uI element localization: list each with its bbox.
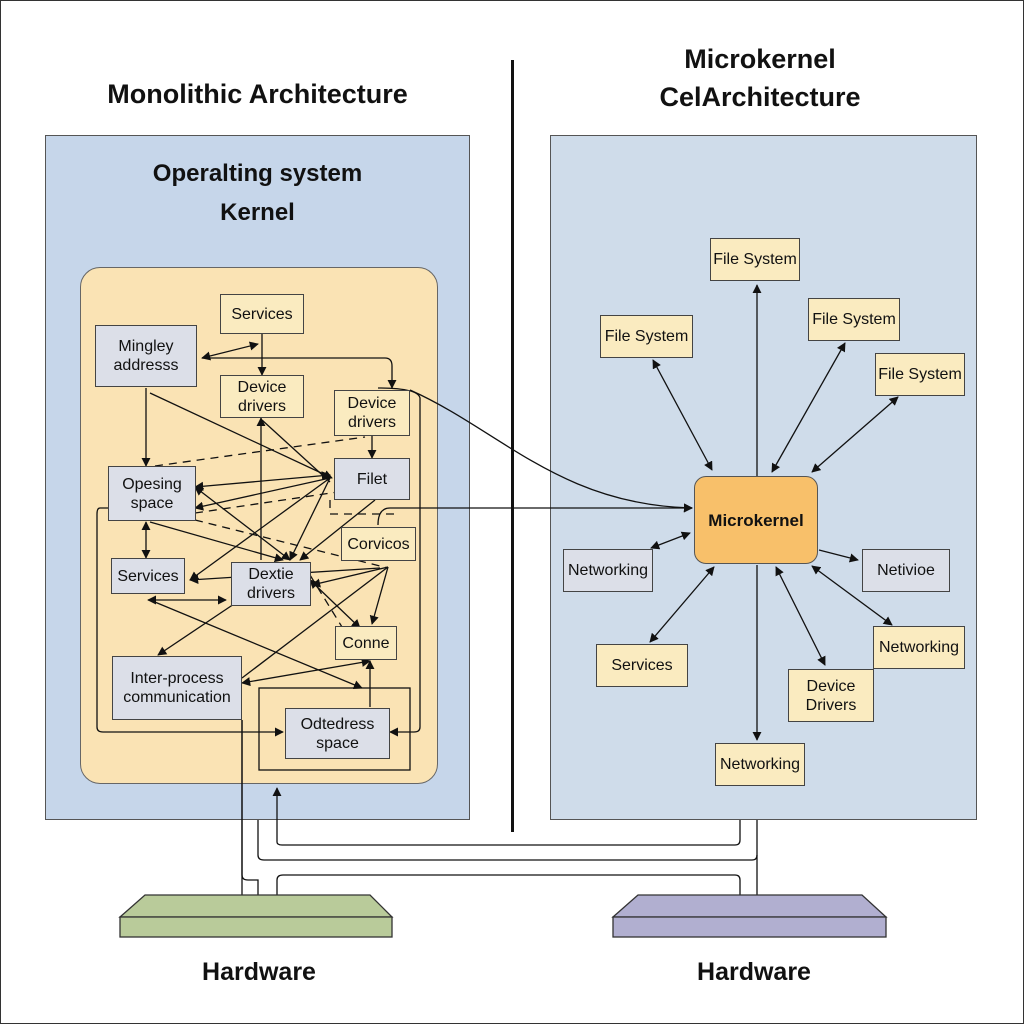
box-networking-bottom: Networking xyxy=(715,743,805,786)
microkernel-title-line1: Microkernel xyxy=(684,44,836,74)
box-file-system-top: File System xyxy=(710,238,800,281)
hardware-right-label: Hardware xyxy=(697,958,811,986)
box-conne: Conne xyxy=(335,626,397,660)
box-device-drivers-2: Device drivers xyxy=(334,390,410,436)
box-filet: Filet xyxy=(334,458,410,500)
box-device-drivers: Device Drivers xyxy=(788,669,874,722)
microkernel-core: Microkernel xyxy=(694,476,818,564)
box-odtedress-space: Odtedress space xyxy=(285,708,390,759)
box-device-drivers-1: Device drivers xyxy=(220,375,304,418)
box-corvicos: Corvicos xyxy=(341,527,416,561)
box-services: Services xyxy=(596,644,688,687)
box-opesing-space: Opesing space xyxy=(108,466,196,521)
hardware-left-label: Hardware xyxy=(202,958,316,986)
kernel-heading: Kernel xyxy=(220,199,295,226)
box-networking-right: Networking xyxy=(873,626,965,669)
monolithic-title: Monolithic Architecture xyxy=(107,79,408,109)
os-heading: Operalting system xyxy=(152,160,363,187)
box-services-top: Services xyxy=(220,294,304,334)
box-file-system-right1: File System xyxy=(808,298,900,341)
box-file-system-right2: File System xyxy=(875,353,965,396)
box-inter-process-communication: Inter-process communication xyxy=(112,656,242,720)
box-services-mid: Services xyxy=(111,558,185,594)
microkernel-title: Microkernel CelArchitecture xyxy=(610,40,910,116)
box-mingley-address: Mingley addresss xyxy=(95,325,197,387)
box-netivioe: Netivioe xyxy=(862,549,950,592)
box-dextie-drivers: Dextie drivers xyxy=(231,562,311,606)
microkernel-title-line2: CelArchitecture xyxy=(659,82,861,112)
center-divider xyxy=(511,60,514,832)
box-file-system-left: File System xyxy=(600,315,693,358)
box-networking-left: Networking xyxy=(563,549,653,592)
